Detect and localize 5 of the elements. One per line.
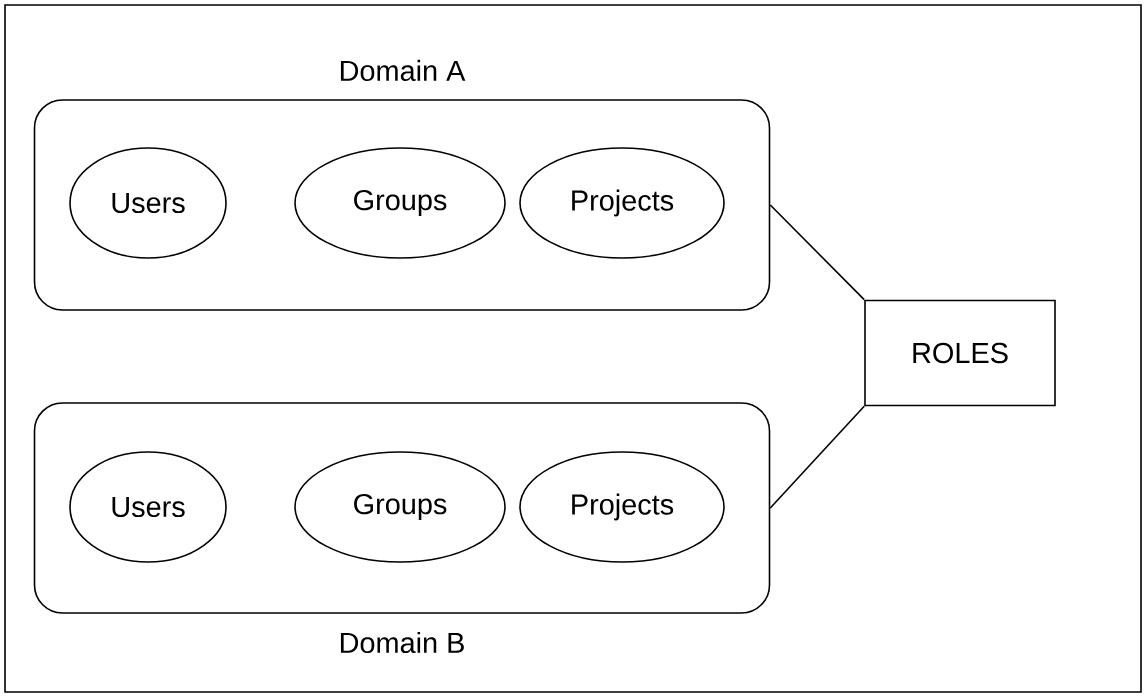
roles-box: ROLES xyxy=(864,299,1056,407)
node-label: Domain B xyxy=(340,631,464,654)
connector-line xyxy=(769,204,865,301)
connector-line xyxy=(769,405,865,509)
node-label: Domain A xyxy=(340,59,466,82)
